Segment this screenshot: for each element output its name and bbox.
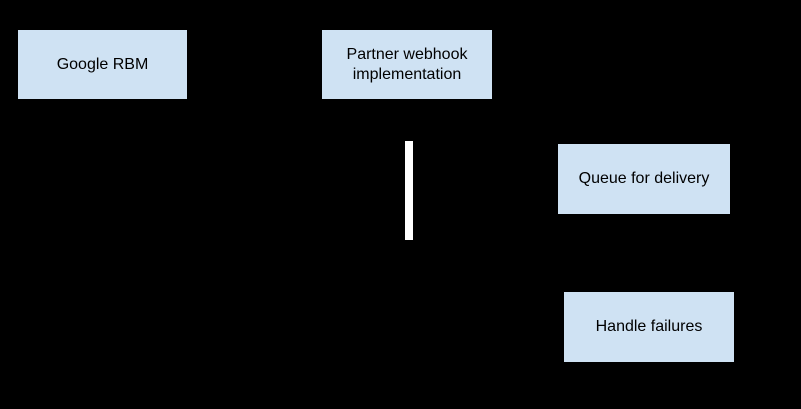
connector-vertical-line <box>405 141 413 240</box>
node-handle-failures[interactable]: Handle failures <box>564 292 734 362</box>
node-queue-for-delivery[interactable]: Queue for delivery <box>558 144 730 214</box>
node-google-rbm[interactable]: Google RBM <box>18 30 187 99</box>
node-partner-webhook[interactable]: Partner webhook implementation <box>322 30 492 99</box>
